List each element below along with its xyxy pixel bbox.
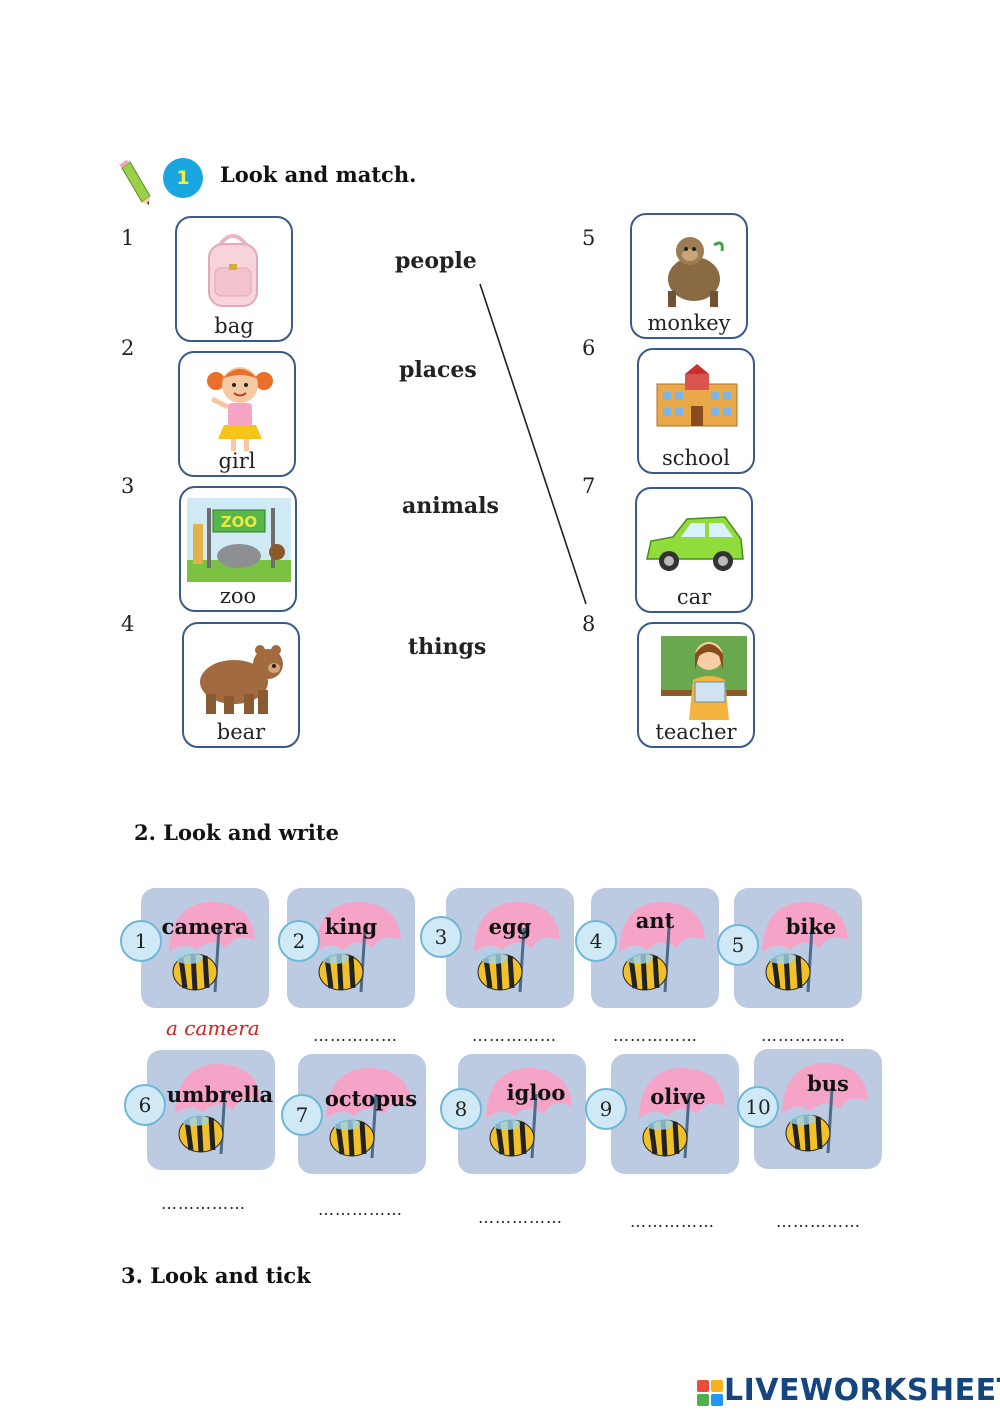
tile-word: bike xyxy=(785,914,837,939)
answer-blank[interactable]: …………… xyxy=(472,1026,557,1045)
card-label: school xyxy=(661,446,731,470)
bee-umbrella-image xyxy=(619,901,705,993)
bee-umbrella-image xyxy=(474,901,560,993)
tile-number: 5 xyxy=(717,924,759,966)
answer-blank[interactable]: …………… xyxy=(761,1026,846,1045)
answer-blank[interactable]: …………… xyxy=(630,1212,715,1231)
pencil-icon xyxy=(119,160,151,205)
picture-card-teacher: teacher xyxy=(637,622,755,748)
tile-number: 8 xyxy=(440,1088,482,1130)
card-label: monkey xyxy=(647,311,731,335)
picture-card-bag: bag xyxy=(175,216,293,342)
tile-number: 9 xyxy=(585,1088,627,1130)
card-label: car xyxy=(676,585,712,609)
tile-number: 1 xyxy=(120,920,162,962)
exercise-3-title: 3. Look and tick xyxy=(121,1263,311,1288)
exercise-2-title: 2. Look and write xyxy=(134,820,339,845)
card-label: teacher xyxy=(655,720,737,744)
card-label: bag xyxy=(214,314,254,338)
tile-number: 7 xyxy=(281,1094,323,1136)
category-people[interactable]: people xyxy=(395,248,477,274)
tile-word: camera xyxy=(161,914,249,939)
category-animals[interactable]: animals xyxy=(402,493,499,519)
tile-word: king xyxy=(324,914,378,939)
answer-blank[interactable]: …………… xyxy=(313,1026,398,1045)
tile-number: 2 xyxy=(278,920,320,962)
bee-umbrella-image xyxy=(175,1063,261,1155)
zoo-image: ZOO xyxy=(187,498,291,582)
answer-blank[interactable]: …………… xyxy=(613,1026,698,1045)
tile-word: umbrella xyxy=(166,1082,274,1107)
card-label: bear xyxy=(216,720,266,744)
category-places[interactable]: places xyxy=(399,357,477,383)
tile-word: octopus xyxy=(324,1086,418,1111)
picture-card-car: car xyxy=(635,487,753,613)
answer-blank[interactable]: …………… xyxy=(478,1208,563,1227)
girl-image xyxy=(207,367,273,451)
word-tile: ant xyxy=(591,888,719,1008)
answer-blank[interactable]: …………… xyxy=(161,1194,246,1213)
school-image xyxy=(656,364,738,427)
word-tile: camera xyxy=(141,888,269,1008)
word-tile: olive xyxy=(611,1054,739,1174)
item-number: 8 xyxy=(582,612,596,636)
answer-text[interactable]: a camera xyxy=(166,1016,260,1040)
bee-umbrella-image xyxy=(315,901,401,993)
bee-umbrella-image xyxy=(639,1067,725,1159)
picture-card-bear: bear xyxy=(182,622,300,748)
exercise-number-badge: 1 xyxy=(163,158,203,198)
bee-umbrella-image xyxy=(782,1062,868,1154)
item-number: 6 xyxy=(582,336,596,360)
word-tile: egg xyxy=(446,888,574,1008)
tile-number: 6 xyxy=(124,1084,166,1126)
tile-word: olive xyxy=(650,1084,706,1109)
bee-umbrella-image xyxy=(486,1067,572,1159)
item-number: 1 xyxy=(121,226,135,250)
tile-word: egg xyxy=(488,914,532,939)
bear-image xyxy=(200,645,283,714)
item-number: 2 xyxy=(121,336,135,360)
answer-blank[interactable]: …………… xyxy=(318,1200,403,1219)
card-label: zoo xyxy=(219,584,257,608)
tile-number: 3 xyxy=(420,916,462,958)
exercise-1-title: Look and match. xyxy=(220,162,417,187)
answer-blank[interactable]: …………… xyxy=(776,1212,861,1231)
word-tile: umbrella xyxy=(147,1050,275,1170)
item-number: 5 xyxy=(582,226,596,250)
car-image xyxy=(646,516,744,571)
tile-word: ant xyxy=(635,908,675,933)
word-tile: octopus xyxy=(298,1054,426,1174)
item-number: 7 xyxy=(582,474,596,498)
bee-umbrella-image xyxy=(169,901,255,993)
bag-image xyxy=(208,234,258,307)
item-number: 4 xyxy=(121,612,135,636)
liveworksheets-wordmark: LIVEWORKSHEETS xyxy=(724,1373,1000,1408)
word-tile: king xyxy=(287,888,415,1008)
teacher-image xyxy=(661,636,747,720)
tile-number: 4 xyxy=(575,920,617,962)
picture-card-zoo: ZOO zoo xyxy=(179,486,297,612)
liveworksheets-logo-icon xyxy=(697,1380,723,1406)
picture-card-girl: girl xyxy=(178,351,296,477)
match-line xyxy=(479,283,587,605)
card-label: girl xyxy=(218,449,256,473)
bee-umbrella-image xyxy=(326,1067,412,1159)
tile-word: bus xyxy=(807,1071,849,1096)
category-things[interactable]: things xyxy=(408,634,487,660)
item-number: 3 xyxy=(121,474,135,498)
monkey-image xyxy=(668,237,724,307)
picture-card-school: school xyxy=(637,348,755,474)
picture-card-monkey: monkey xyxy=(630,213,748,339)
bee-umbrella-image xyxy=(762,901,848,993)
svg-text:ZOO: ZOO xyxy=(221,513,257,531)
tile-number: 10 xyxy=(737,1086,779,1128)
tile-word: igloo xyxy=(506,1080,566,1105)
